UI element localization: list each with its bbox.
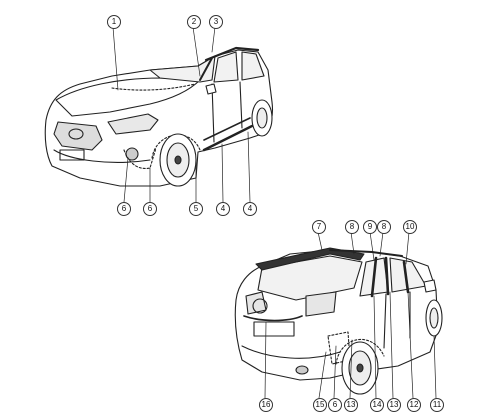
front-wheel	[159, 133, 197, 187]
callout-front-6b: 6	[143, 202, 157, 216]
callout-rear-7: 7	[312, 220, 326, 234]
rear-car	[234, 247, 443, 395]
callout-rear-12: 12	[407, 398, 421, 412]
c-pillar-molding	[384, 256, 390, 296]
callout-rear-10: 10	[403, 220, 417, 234]
callout-front-5: 5	[189, 202, 203, 216]
front-side-window-1	[213, 51, 239, 83]
door-molding	[203, 117, 251, 141]
rear-roof-rail	[329, 249, 403, 257]
right-tail-lamp	[305, 291, 337, 317]
callout-front-3: 3	[209, 15, 223, 29]
rear-spoiler	[255, 247, 365, 271]
front-side-window-2	[241, 51, 265, 81]
callout-rear-14: 14	[370, 398, 384, 412]
callout-front-6a: 6	[117, 202, 131, 216]
front-bumper-dashed	[123, 147, 157, 170]
roof-rail	[204, 46, 260, 62]
rear-leaders	[264, 231, 437, 399]
rear-license-garnish	[243, 315, 303, 322]
front-leaders	[112, 26, 251, 203]
rear-side-mirror	[423, 279, 437, 293]
rear-view-front-wheel	[425, 299, 443, 337]
rear-bumper	[241, 345, 341, 359]
callout-rear-9: 9	[363, 220, 377, 234]
front-grille	[53, 121, 103, 151]
rear-pillar-molding	[402, 260, 410, 294]
callout-front-4a: 4	[216, 202, 230, 216]
callout-rear-8a: 8	[345, 220, 359, 234]
callout-rear-8b: 8	[377, 220, 391, 234]
callout-rear-13b: 13	[344, 398, 358, 412]
callout-rear-11: 11	[430, 398, 444, 412]
exhaust-tip	[295, 365, 309, 375]
rear-door-line	[239, 81, 243, 129]
left-tail-lamp	[245, 291, 267, 315]
side-sill-garnish	[202, 124, 254, 152]
callout-front-4b: 4	[243, 202, 257, 216]
callout-rear-15: 15	[313, 398, 327, 412]
callout-rear-6: 6	[328, 398, 342, 412]
callout-front-1: 1	[107, 15, 121, 29]
front-view-rear-wheel	[251, 99, 273, 137]
rear-door-cutline	[383, 293, 387, 349]
callout-rear-16: 16	[259, 398, 273, 412]
rear-license-plate	[253, 321, 295, 337]
rear-wheel	[335, 338, 385, 395]
rear-emblem	[252, 298, 268, 314]
front-hood-dashed	[111, 83, 196, 91]
front-emblem	[68, 128, 84, 140]
b-pillar-molding	[370, 256, 378, 298]
rear-window	[257, 255, 363, 301]
front-windshield	[149, 55, 216, 83]
front-car	[44, 46, 274, 187]
callout-rear-13a: 13	[387, 398, 401, 412]
callout-front-2: 2	[187, 15, 201, 29]
a-pillar-molding	[199, 57, 213, 81]
front-headlamp	[107, 113, 159, 135]
front-door-line	[211, 83, 215, 143]
front-license-plate	[59, 149, 85, 161]
front-side-mirror	[205, 83, 217, 95]
